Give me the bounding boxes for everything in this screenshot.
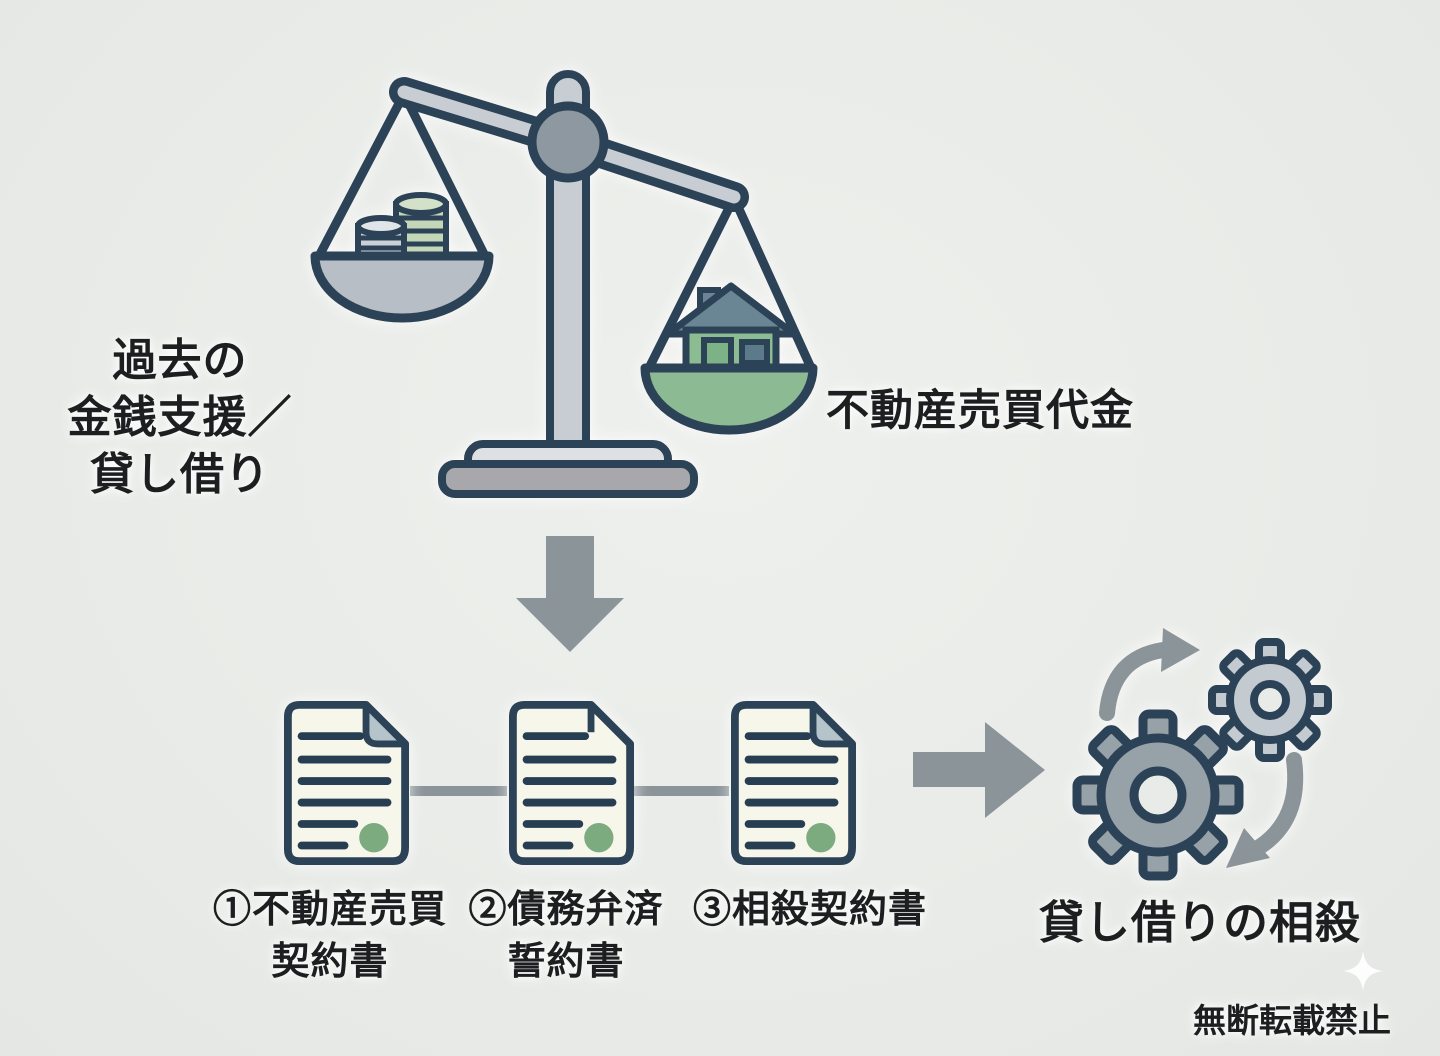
right-arrow-icon bbox=[913, 722, 1045, 818]
doc1-label-line2: 契約書 bbox=[271, 941, 389, 983]
green-seal bbox=[359, 823, 389, 853]
doc3-label: ③相殺契約書 bbox=[678, 884, 942, 936]
small-gear-icon bbox=[1208, 638, 1332, 762]
past-support-label-line1: 過去の bbox=[112, 336, 248, 385]
folded-corner bbox=[809, 701, 856, 748]
green-seal bbox=[806, 823, 836, 853]
document-text-lines bbox=[744, 732, 839, 850]
green-seal bbox=[584, 823, 614, 853]
down-arrow-icon bbox=[516, 536, 624, 652]
folded-corner bbox=[362, 701, 409, 748]
document-icon-3 bbox=[730, 700, 857, 866]
past-support-label-line3: 貸し借り bbox=[90, 450, 270, 499]
scale-pivot bbox=[527, 101, 609, 183]
right-pan-house bbox=[640, 363, 818, 435]
doc2-label-line1: ②債務弁済 bbox=[468, 889, 664, 931]
gears-icon bbox=[1072, 628, 1332, 881]
document-text-lines bbox=[297, 732, 392, 850]
doc1-label: ①不動産売買 契約書 bbox=[205, 884, 455, 988]
rotation-arrow-top bbox=[1099, 628, 1200, 721]
offset-result-label: 貸し借りの相殺 bbox=[1038, 897, 1361, 948]
document-icon-1 bbox=[283, 700, 410, 866]
doc2-label-line2: 誓約書 bbox=[507, 941, 625, 983]
document-text-lines bbox=[522, 732, 617, 850]
past-support-label: 過去の 金銭支援／ 貸し借り bbox=[50, 332, 310, 503]
balance-scale-icon bbox=[310, 70, 818, 498]
document-icon-2 bbox=[508, 700, 635, 866]
doc2-label: ②債務弁済 誓約書 bbox=[447, 884, 685, 988]
doc1-label-line1: ①不動産売買 bbox=[212, 889, 447, 931]
doc-connector-line-2 bbox=[634, 786, 729, 796]
doc3-label-line1: ③相殺契約書 bbox=[692, 889, 927, 931]
coin-stack-green-icon bbox=[393, 192, 449, 261]
house-window bbox=[739, 339, 770, 366]
left-pan-coins bbox=[310, 251, 494, 323]
pan-strings bbox=[313, 89, 817, 375]
watermark-text: 無断転載禁止 bbox=[1193, 1002, 1391, 1039]
sparkle-icon bbox=[1343, 951, 1383, 991]
big-gear-icon bbox=[1072, 709, 1244, 881]
rotation-arrow-bottom bbox=[1226, 752, 1304, 868]
property-price-label: 不動産売買代金 bbox=[826, 387, 1134, 435]
doc-connector-line-1 bbox=[410, 786, 507, 796]
scale-base bbox=[438, 440, 698, 498]
past-support-label-line2: 金銭支援／ bbox=[67, 393, 293, 442]
